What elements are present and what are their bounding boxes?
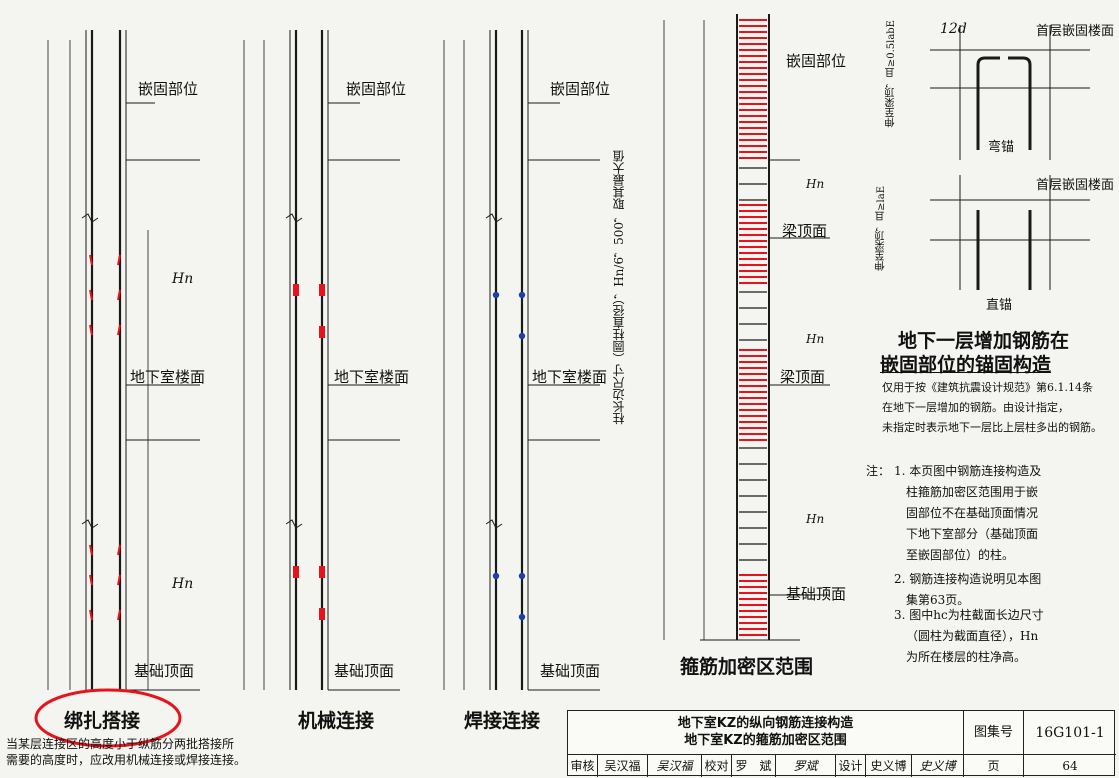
mech-embed-label: 嵌固部位 [346, 80, 407, 98]
title-block: 地下室KZ的纵向钢筋连接构造 地下室KZ的箍筋加密区范围 图集号 16G101-… [567, 710, 1116, 777]
stirrup-hn-1: Hn [806, 177, 825, 191]
stirrup-foundation-label: 基础顶面 [786, 585, 847, 603]
stirrup-view [663, 14, 830, 641]
stirrup-hn-3: Hn [806, 512, 825, 526]
note-1-1: 1. 本页图中钢筋连接构造及 [894, 464, 1042, 478]
stirrup-beam-top-1: 梁顶面 [782, 222, 828, 240]
anchor-straight-len: 伸至梁顶，且≥laE [876, 186, 887, 271]
anchor-bend-len: 伸至梁顶，且≥0.5labE [886, 20, 897, 128]
mech-basement-floor-label: 地下室楼面 [334, 368, 410, 386]
atlas-label: 图集号 [964, 711, 1024, 755]
note-2-2: 集第63页。 [906, 593, 970, 607]
anchor-straight-label: 直锚 [986, 298, 1013, 313]
weld-basement-floor-label: 地下室楼面 [532, 368, 608, 386]
atlas-number: 16G101-1 [1024, 711, 1116, 755]
stirrup-bars [739, 19, 767, 636]
review-label: 审核 [568, 755, 598, 777]
lap-basement-floor-label: 地下室楼面 [130, 368, 206, 386]
check-sign: 罗斌 [776, 755, 836, 777]
anchor-title-2: 嵌固部位的锚固构造 [880, 354, 1052, 376]
title-line-1: 地下室KZ的纵向钢筋连接构造 [677, 716, 854, 731]
stirrup-hn-2: Hn [806, 332, 825, 346]
welded-view [443, 30, 600, 691]
stirrup-dim-text: 柱长边尺寸（圆柱直径），Hn/6，500，取其最大值 [612, 150, 626, 425]
review-name: 吴汉福 [598, 755, 648, 777]
design-name: 史义博 [866, 755, 912, 777]
note-3-3: 为所在楼层的柱净高。 [906, 650, 1027, 664]
page-label: 页 [964, 755, 1024, 777]
weld-foundation-label: 基础顶面 [540, 662, 601, 680]
anchor-title-1: 地下一层增加钢筋在 [898, 330, 1070, 352]
stirrup-bars-sparse [739, 167, 767, 561]
signature-row: 审核 吴汉福 吴汉福 校对 罗 斌 罗斌 设计 史义博 史义博 页 64 [568, 755, 1116, 777]
stirrup-beam-top-2: 梁顶面 [780, 368, 826, 386]
check-name: 罗 斌 [732, 755, 776, 777]
mech-caption: 机械连接 [298, 710, 375, 732]
design-sign: 史义博 [912, 755, 964, 777]
anchor-first-floor-2: 首层嵌固楼面 [1036, 178, 1115, 193]
check-label: 校对 [702, 755, 732, 777]
anchor-detail-bend [930, 25, 1090, 160]
mechanical-view [243, 30, 400, 691]
note-3-2: （圆柱为截面直径），Hn [906, 629, 1039, 643]
lap-embed-label: 嵌固部位 [138, 80, 199, 98]
title-block-title: 地下室KZ的纵向钢筋连接构造 地下室KZ的箍筋加密区范围 [568, 711, 964, 755]
mechanical-couplers [293, 284, 325, 620]
note-1-2: 柱箍筋加密区范围用于嵌 [906, 485, 1039, 499]
lap-foundation-label: 基础顶面 [134, 662, 195, 680]
weld-caption: 焊接连接 [464, 710, 541, 732]
note-1-4: 下地下室部分（基础顶面 [906, 527, 1039, 541]
note-1-3: 固部位不在基础顶面情况 [906, 506, 1039, 520]
review-sign: 吴汉福 [648, 755, 702, 777]
bottom-note-1: 当某层连接区的高度小于纵筋分两批搭接所 [6, 737, 235, 751]
anchor-desc-2: 在地下一层增加的钢筋。由设计指定， [882, 401, 1069, 414]
page-number: 64 [1062, 759, 1078, 773]
lap-hn-label-2: Hn [172, 576, 194, 592]
weld-points [492, 291, 526, 621]
note-1-5: 至嵌固部位）的柱。 [906, 548, 1015, 562]
anchor-first-floor-1: 首层嵌固楼面 [1036, 24, 1115, 39]
lap-hn-label: Hn [172, 271, 194, 287]
lap-splice-marks [89, 254, 121, 621]
anchor-desc-1: 仅用于按《建筑抗震设计规范》第6.1.14条 [882, 381, 1093, 394]
notes-prefix: 注： [866, 464, 891, 478]
lap-caption: 绑扎搭接 [64, 710, 141, 732]
anchor-12d: 12d [940, 21, 967, 37]
bottom-note-2: 需要的高度时，应改用机械连接或焊接连接。 [6, 753, 247, 767]
lap-highlight-circle [34, 688, 182, 748]
title-line-2: 地下室KZ的箍筋加密区范围 [684, 733, 847, 748]
anchor-detail-straight [930, 175, 1090, 290]
anchor-bend-label: 弯锚 [988, 140, 1015, 155]
note-3-1: 3. 图中hc为柱截面长边尺寸 [894, 608, 1044, 622]
stirrup-embed-label: 嵌固部位 [786, 52, 847, 70]
stirrup-caption: 箍筋加密区范围 [680, 656, 814, 678]
mech-foundation-label: 基础顶面 [334, 662, 395, 680]
anchor-desc-3: 未指定时表示地下一层比上层柱多出的钢筋。 [882, 421, 1102, 434]
note-2-1: 2. 钢筋连接构造说明见本图 [894, 572, 1042, 586]
weld-embed-label: 嵌固部位 [550, 80, 611, 98]
design-label: 设计 [836, 755, 866, 777]
